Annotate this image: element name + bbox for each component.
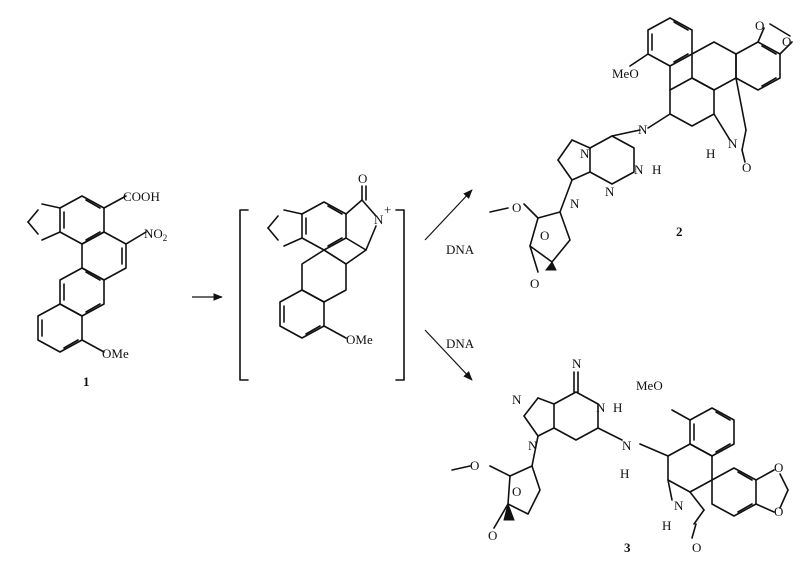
compound-2-o-sugar-low-label: O: [530, 276, 539, 291]
compound-3-o-low-label: O: [488, 528, 497, 543]
reaction-arrow-to-2: [424, 189, 473, 241]
intermediate-plus-label: +: [384, 202, 391, 217]
compound-3-h-lactam-label: H: [662, 518, 671, 533]
reagent-dna-bottom: DNA: [446, 336, 475, 351]
compound-3-n-link-label: N: [622, 438, 632, 453]
compound-2-o-diox1-label: O: [755, 18, 764, 33]
intermediate-n-label: N: [374, 212, 384, 227]
compound-3-meo-label: MeO: [636, 378, 663, 393]
compound-1-cooh-label: COOH: [123, 189, 160, 204]
compound-3-h-link-label: H: [620, 466, 629, 481]
reagent-dna-top: DNA: [446, 242, 475, 257]
intermediate-ome-label: OMe: [346, 332, 373, 347]
compound-1-number: 1: [83, 374, 90, 389]
compound-3-n-im2-label: N: [528, 438, 538, 453]
left-bracket: [239, 209, 249, 381]
compound-3-structure: [451, 371, 789, 539]
compound-2-n-h-label: N: [634, 162, 644, 177]
compound-2-o-sugar-label: O: [540, 228, 549, 243]
compound-2-n-link-label: N: [638, 122, 648, 137]
compound-3-o-diox1-label: O: [774, 460, 783, 475]
reaction-arrow-to-3: [424, 329, 473, 381]
compound-3-n-lactam-label: N: [674, 498, 684, 513]
intermediate-structure: [239, 185, 405, 381]
compound-3-o-lactam-label: O: [692, 540, 701, 555]
compound-3-n-nh-label: N: [596, 400, 606, 415]
right-bracket: [395, 209, 405, 381]
compound-3-n-im1-label: N: [512, 392, 522, 407]
compound-2-n-p4-label: N: [570, 196, 580, 211]
compound-3-o-sugar-label: O: [512, 484, 521, 499]
compound-2-structure: [489, 17, 793, 273]
compound-2-n-p1-label: N: [580, 146, 590, 161]
compound-2-h2-label: H: [652, 162, 661, 177]
compound-1-structure: [27, 195, 147, 353]
compound-1-ome-label: OMe: [102, 346, 129, 361]
intermediate-o-label: O: [358, 171, 367, 186]
compound-2-meo-label: MeO: [612, 66, 639, 81]
compound-2-number: 2: [676, 224, 683, 239]
compound-2-n-p3-label: N: [605, 184, 615, 199]
compound-2-o-chain-label: O: [512, 200, 521, 215]
compound-2-o-diox2-label: O: [782, 34, 791, 49]
compound-2-o-lactam-label: O: [742, 160, 751, 175]
compound-3-n-top-label: N: [572, 356, 582, 371]
compound-2-n-lactam-label: N: [728, 136, 738, 151]
compound-3-number: 3: [624, 540, 631, 555]
compound-3-o-chain-label: O: [470, 458, 479, 473]
compound-3-h-nh-label: H: [613, 400, 622, 415]
compound-1-no2-label: NO2: [144, 226, 167, 243]
compound-3-o-diox2-label: O: [774, 504, 783, 519]
compound-2-h-label: H: [706, 146, 715, 161]
